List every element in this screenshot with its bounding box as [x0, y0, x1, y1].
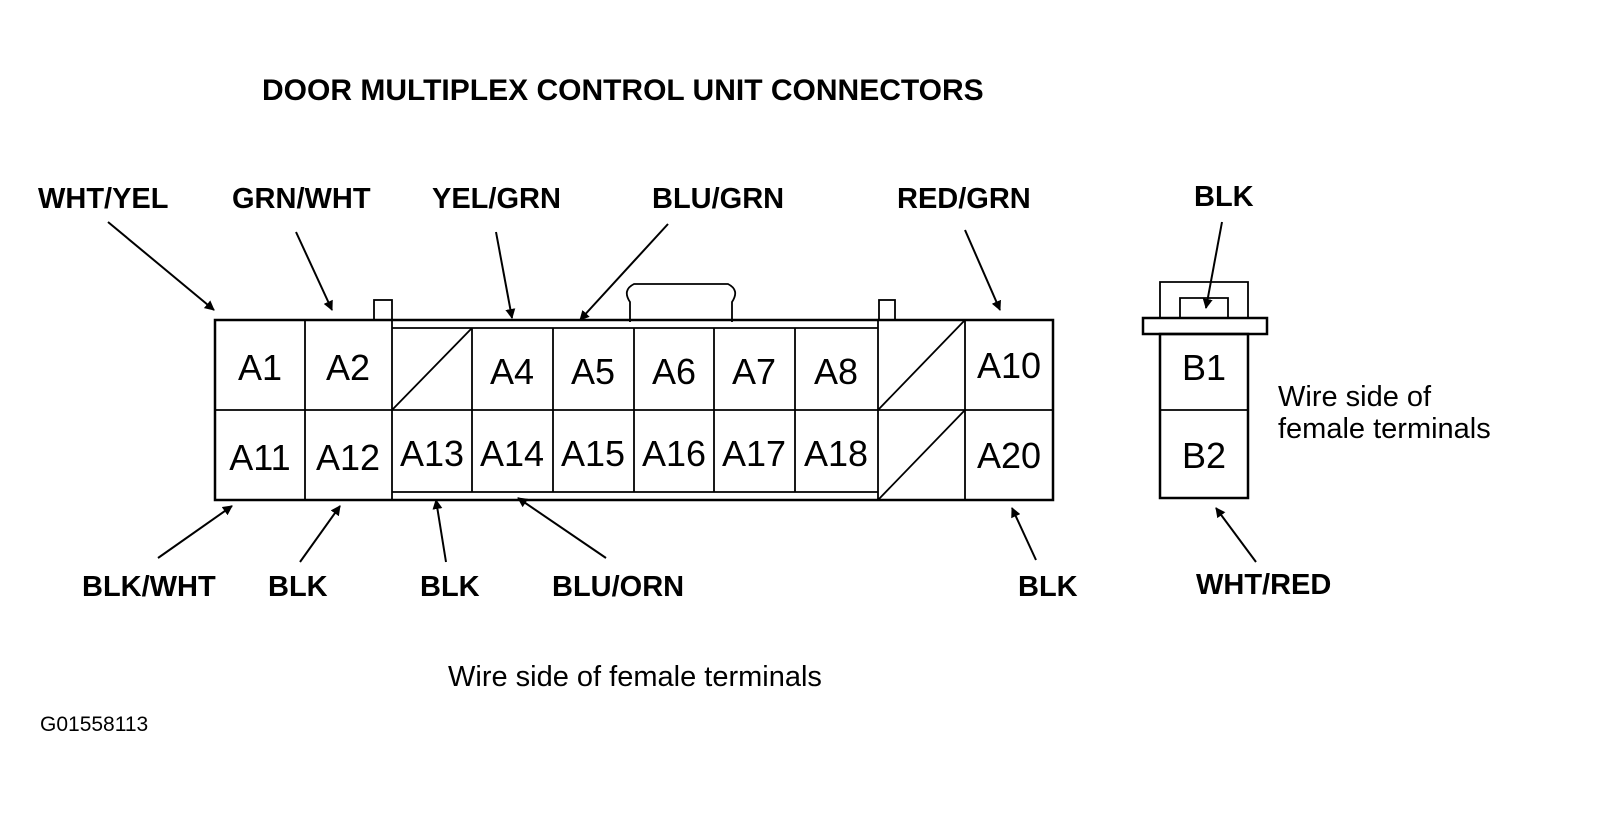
arrow-a1 — [107, 221, 215, 311]
connector-b-lock — [1159, 281, 1249, 318]
wire-label-a13: BLK — [420, 571, 480, 603]
wire-label-a5: BLU/GRN — [652, 183, 784, 215]
terminal-label: A8 — [814, 351, 858, 392]
blank-cavity-a19 — [877, 409, 966, 501]
connector-b-housing — [1158, 332, 1250, 500]
terminal-label: A13 — [400, 433, 464, 474]
terminal-label: A10 — [977, 345, 1041, 386]
terminal-label: A4 — [490, 351, 534, 392]
arrow-a5 — [579, 223, 669, 321]
arrow-a4 — [495, 231, 516, 319]
arrow-a20 — [1011, 507, 1037, 561]
wire-label-b2: WHT/RED — [1196, 569, 1331, 601]
connector-b-lock-inner — [1179, 297, 1229, 318]
terminal-label: A20 — [977, 435, 1041, 476]
connector-a-post-left — [373, 299, 393, 321]
terminal-label: A7 — [732, 351, 776, 392]
terminal-label: A12 — [316, 437, 380, 478]
terminal-label: A16 — [642, 433, 706, 474]
arrow-a14 — [517, 497, 607, 559]
wire-label-a1: WHT/YEL — [38, 183, 169, 215]
terminal-label: A18 — [804, 433, 868, 474]
connector-a-lock-tab — [625, 283, 737, 322]
terminal-label: A15 — [561, 433, 625, 474]
connector-a-note: Wire side of female terminals — [448, 661, 822, 693]
terminal-label: A2 — [326, 347, 370, 388]
wire-label-a14: BLU/ORN — [552, 571, 684, 603]
wire-label-a4: YEL/GRN — [432, 183, 561, 215]
arrow-b1 — [1202, 221, 1223, 309]
arrow-a13 — [432, 499, 447, 563]
connector-b-note-line1: Wire side of — [1278, 381, 1432, 413]
connector-a-post-right — [878, 299, 896, 321]
arrow-b2 — [1215, 507, 1257, 563]
wire-label-a20: BLK — [1018, 571, 1078, 603]
terminal-label: A14 — [480, 433, 544, 474]
terminal-label: A1 — [238, 347, 282, 388]
blank-cavity-a9 — [877, 319, 966, 411]
wire-label-a11: BLK/WHT — [82, 571, 216, 603]
figure-code: G01558113 — [40, 713, 148, 736]
terminal-label: A5 — [571, 351, 615, 392]
arrow-a2 — [295, 231, 333, 311]
terminal-label: A11 — [229, 437, 290, 478]
arrow-a10 — [964, 229, 1001, 311]
terminal-label: A17 — [722, 433, 786, 474]
connector-b-note-line2: female terminals — [1278, 413, 1491, 445]
arrow-a12 — [299, 505, 341, 563]
wire-label-a12: BLK — [268, 571, 328, 603]
connector-b-flange — [1141, 316, 1269, 336]
connector-b: B1 B2 — [1141, 281, 1269, 500]
terminal-label: B2 — [1182, 435, 1226, 476]
wire-label-a10: RED/GRN — [897, 183, 1031, 215]
terminal-label: A6 — [652, 351, 696, 392]
connector-a: A1 A2 A4 A5 A6 A7 A8 A10 A11 A12 A13 A14… — [213, 283, 1055, 502]
wire-label-b1: BLK — [1194, 181, 1254, 213]
arrow-a11 — [157, 505, 233, 559]
terminal-label: B1 — [1182, 347, 1226, 388]
blank-cavity-a3 — [391, 327, 473, 411]
wire-label-a2: GRN/WHT — [232, 183, 371, 215]
diagram-title: DOOR MULTIPLEX CONTROL UNIT CONNECTORS — [262, 74, 984, 107]
